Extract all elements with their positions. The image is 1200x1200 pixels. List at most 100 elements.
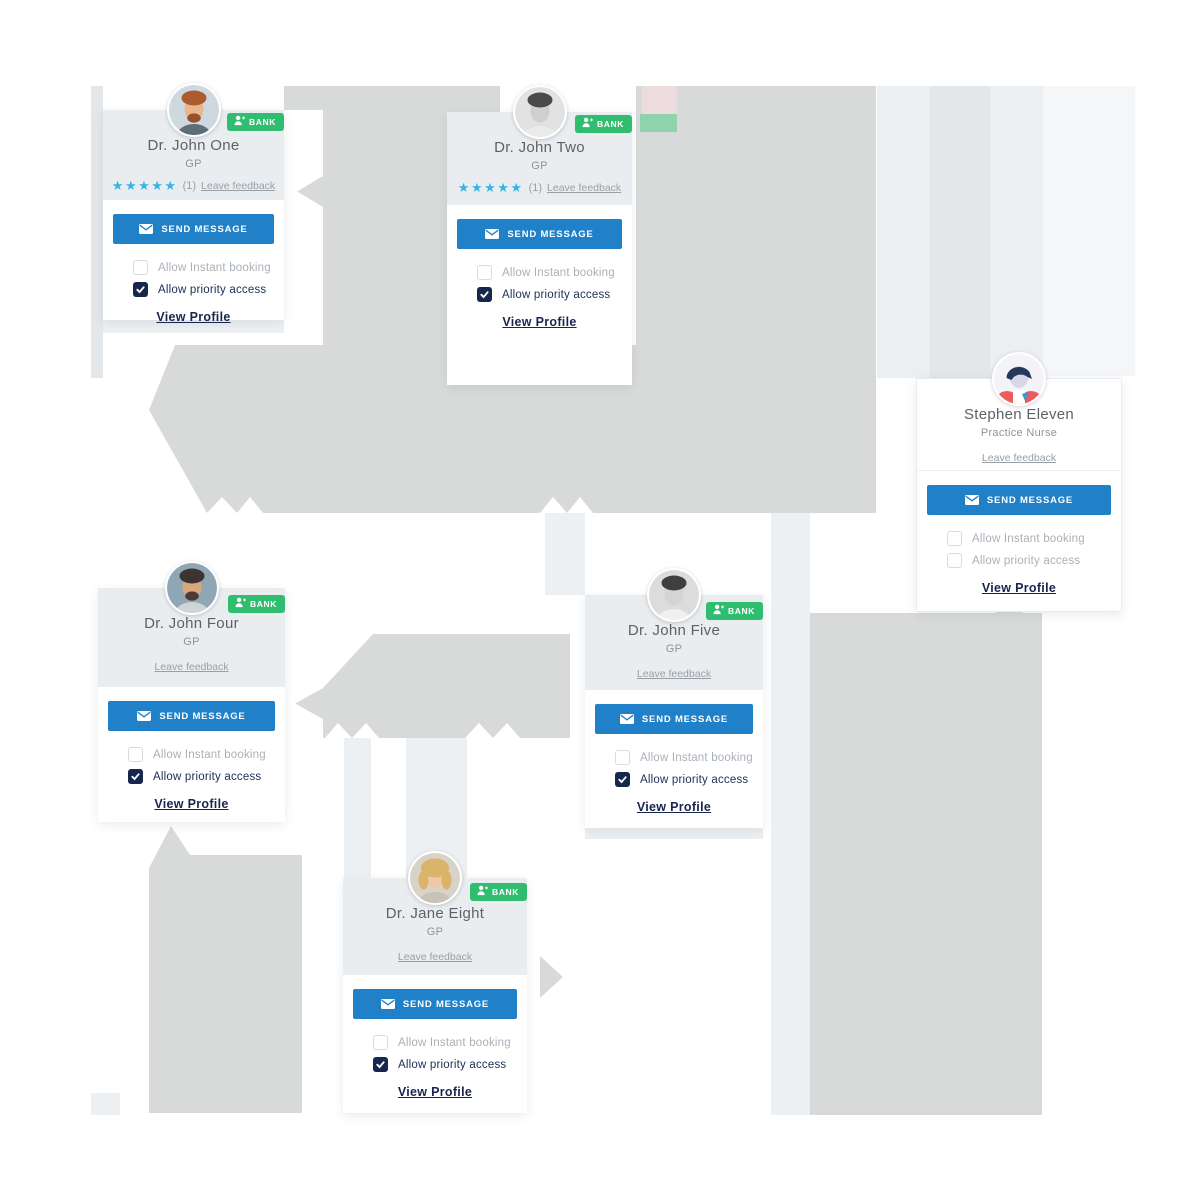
checkbox-row[interactable]: Allow priority access [477,287,632,302]
star-rating: ★★★★★ [457,180,524,195]
leave-feedback-link[interactable]: Leave feedback [636,668,712,680]
checkbox-checked[interactable] [133,282,148,297]
background-column-center-c [545,513,585,595]
checkbox-row[interactable]: Allow priority access [133,282,284,297]
send-message-button[interactable]: SEND MESSAGE [353,989,517,1019]
send-message-button[interactable]: SEND MESSAGE [108,701,275,731]
checkbox-row[interactable]: Allow priority access [947,553,1121,568]
view-profile-link[interactable]: View Profile [397,1085,473,1099]
provider-card: BANK Dr. John Four GP Leave feedback SEN… [98,561,285,822]
checkbox-label: Allow Instant booking [502,266,615,279]
bank-badge-label: BANK [597,119,624,129]
checkbox-row[interactable]: Allow Instant booking [947,531,1121,546]
avatar [164,561,219,615]
avatar [408,851,462,905]
bank-badge: BANK [228,595,285,613]
background-strip-under-card5 [585,828,763,839]
background-strip-left [91,86,103,378]
checkbox-unchecked[interactable] [133,260,148,275]
view-profile-link[interactable]: View Profile [981,581,1057,595]
checkbox-unchecked[interactable] [373,1035,388,1050]
checkbox-row[interactable]: Allow priority access [373,1057,527,1072]
send-message-button[interactable]: SEND MESSAGE [927,485,1111,515]
leave-feedback-link[interactable]: Leave feedback [154,661,229,673]
view-profile-link[interactable]: View Profile [156,310,231,324]
bank-badge-label: BANK [250,599,277,609]
checkbox-checked[interactable] [477,287,492,302]
checkbox-label: Allow Instant booking [158,261,271,274]
checkbox-unchecked[interactable] [477,265,492,280]
checkbox-label: Allow priority access [640,773,749,786]
bank-badge: BANK [706,602,763,620]
send-message-label: SEND MESSAGE [507,228,594,240]
provider-role: GP [185,158,202,170]
bank-badge-label: BANK [492,887,519,897]
checkbox-row[interactable]: Allow Instant booking [373,1035,527,1050]
checkbox-unchecked[interactable] [128,747,143,762]
checkbox-row[interactable]: Allow priority access [128,769,285,784]
user-plus-icon [713,602,725,620]
checkbox-row[interactable]: Allow Instant booking [477,265,632,280]
background-column-right-inner [930,86,990,378]
checkbox-label: Allow priority access [972,554,1081,567]
send-message-label: SEND MESSAGE [986,494,1074,506]
checkbox-unchecked[interactable] [615,750,630,765]
bank-badge-label: BANK [728,606,755,616]
leave-feedback-link[interactable]: Leave feedback [981,452,1057,464]
envelope-icon [137,709,152,724]
send-message-button[interactable]: SEND MESSAGE [113,214,274,244]
leave-feedback-link[interactable]: Leave feedback [547,181,622,194]
checkbox-label: Allow priority access [502,288,611,301]
checkbox-unchecked[interactable] [947,553,962,568]
background-column-far-right [1043,86,1135,376]
send-message-label: SEND MESSAGE [641,713,729,725]
envelope-icon [619,712,634,727]
feedback-row: Leave feedback [585,668,763,680]
provider-name: Dr. John Two [494,139,585,156]
avatar [992,352,1046,406]
checkbox-row[interactable]: Allow Instant booking [128,747,285,762]
leave-feedback-link[interactable]: Leave feedback [397,951,473,963]
checkbox-label: Allow Instant booking [153,748,266,761]
checkbox-checked[interactable] [128,769,143,784]
view-profile-link[interactable]: View Profile [636,800,712,814]
checkbox-row[interactable]: Allow Instant booking [615,750,763,765]
background-blob-bottom-left [149,826,302,1113]
view-profile-link[interactable]: View Profile [154,797,229,811]
send-message-button[interactable]: SEND MESSAGE [457,219,622,249]
checkbox-row[interactable]: Allow Instant booking [133,260,284,275]
checkbox-row[interactable]: Allow priority access [615,772,763,787]
background-blob-bottom-right [810,599,1042,1115]
bank-badge: BANK [575,115,632,133]
provider-card: BANK Dr. John Five GP Leave feedback SEN… [585,568,763,828]
star-rating: ★★★★★ [111,178,178,193]
feedback-row: ★★★★★ (1) Leave feedback [103,179,284,192]
send-message-button[interactable]: SEND MESSAGE [595,704,753,734]
provider-card: BANK Dr. John Two GP ★★★★★ (1) Leave fee… [447,85,632,385]
view-profile-link[interactable]: View Profile [502,315,577,329]
provider-role: GP [426,926,444,938]
checkbox-checked[interactable] [373,1057,388,1072]
checkbox-label: Allow priority access [398,1058,507,1071]
envelope-icon [139,222,154,237]
checkbox-unchecked[interactable] [947,531,962,546]
send-message-label: SEND MESSAGE [161,223,248,235]
background-band-middle [149,345,876,513]
provider-role: GP [665,643,683,655]
checkbox-checked[interactable] [615,772,630,787]
user-plus-icon [477,883,489,901]
provider-role: GP [183,636,200,648]
user-plus-icon [582,115,594,133]
leave-feedback-link[interactable]: Leave feedback [201,179,276,192]
